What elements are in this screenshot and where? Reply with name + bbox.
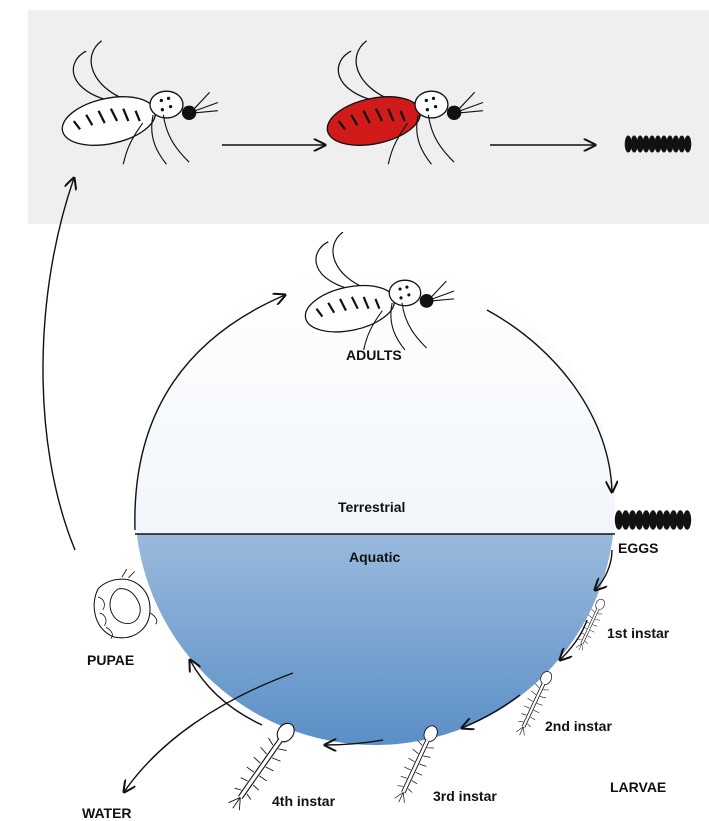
label-3rd-instar: 3rd instar <box>433 788 497 804</box>
label-eggs: EGGS <box>618 540 658 556</box>
label-2nd-instar: 2nd instar <box>545 718 612 734</box>
label-1st-instar: 1st instar <box>607 625 670 641</box>
label-pupae: PUPAE <box>87 652 134 668</box>
label-larvae: LARVAE <box>610 779 666 795</box>
egg-raft-icon <box>615 510 691 530</box>
label-4th-instar: 4th instar <box>272 793 336 809</box>
label-adults: ADULTS <box>346 347 402 363</box>
label-terrestrial: Terrestrial <box>338 499 405 515</box>
egg-raft-icon <box>625 136 692 153</box>
label-water: WATER <box>82 805 132 821</box>
label-aquatic: Aquatic <box>349 549 401 565</box>
